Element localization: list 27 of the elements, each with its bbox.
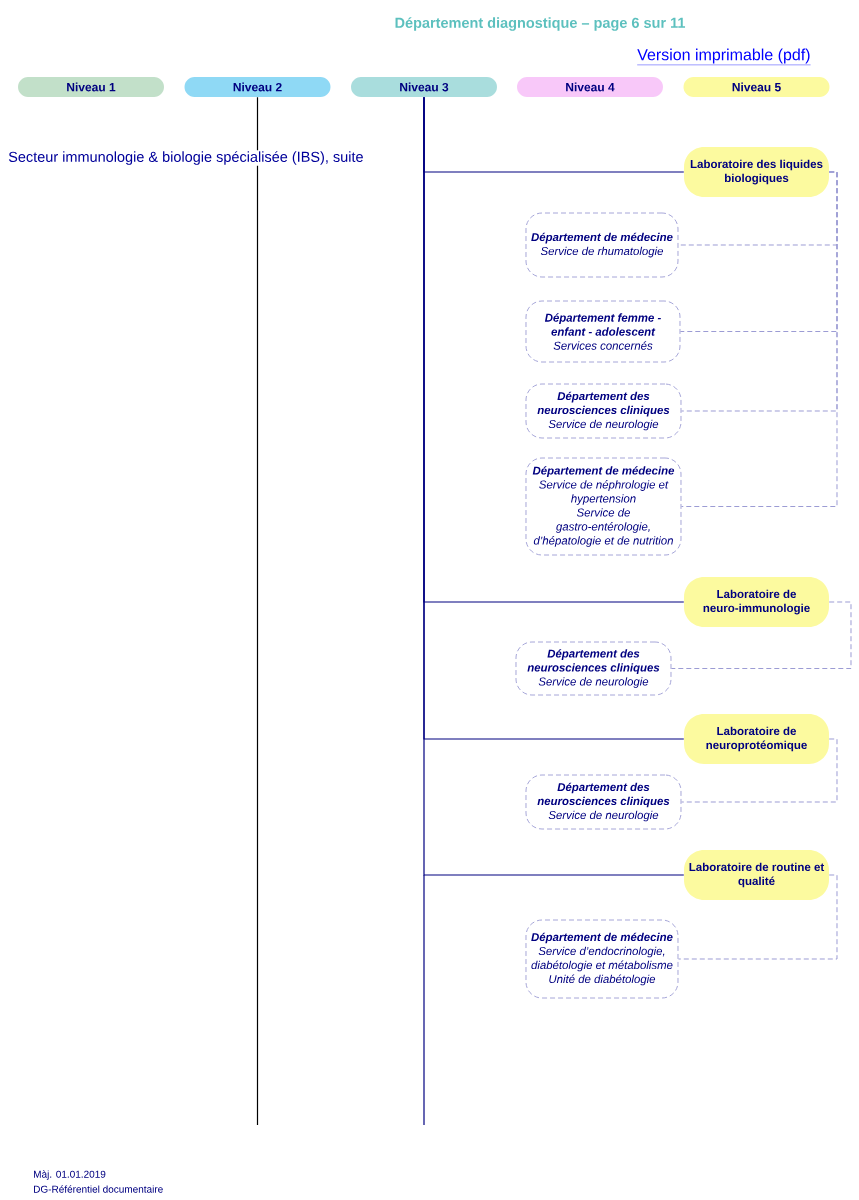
level-header: Niveau 2 (184, 77, 331, 97)
dashed-connector (677, 874, 838, 960)
section-heading: Secteur immunologie & biologie spécialisée (IBS), suite (7, 150, 365, 166)
lab-box: Laboratoire de routine et qualité (684, 850, 829, 900)
department-box: Département de médecine Service de néphrologie et hypertension Service de gastro-entérologie, d’hépatologie et de nutrition (525, 457, 682, 556)
level-header: Niveau 4 (517, 77, 663, 97)
department-box: Département de médecine Service de rhumatologie (525, 212, 679, 278)
connector-line (423, 96, 685, 876)
dashed-connector (680, 738, 838, 803)
level-header: Niveau 5 (683, 77, 830, 97)
department-box: Département femme - enfant - adolescent Services concernés (525, 300, 681, 363)
lab-box: Laboratoire de neuroprotéomique (684, 714, 829, 764)
department-box: Département de médecine Service d’endocrinologie, diabétologie et métabolisme Unité de diabétologie (525, 919, 679, 999)
department-box: Département des neurosciences cliniques Service de neurologie (525, 774, 682, 830)
level-header: Niveau 3 (351, 77, 497, 97)
department-box: Département des neurosciences cliniques Service de neurologie (525, 383, 682, 439)
update-date: Màj. 01.01.2019 (34, 1170, 106, 1180)
connector-line (256, 96, 259, 1126)
dashed-connector (680, 171, 838, 507)
lab-box: Laboratoire des liquides biologiques (684, 147, 829, 197)
level-header: Niveau 1 (18, 77, 164, 97)
dashed-connector (670, 601, 852, 669)
pdf-link: Version imprimable (pdf) (637, 48, 811, 66)
footer-note: DG-Référentiel documentaire (34, 1185, 163, 1193)
page-title: Département diagnostique – page 6 sur 11 (395, 17, 686, 31)
lab-box: Laboratoire de neuro-immunologie (684, 577, 829, 627)
department-box: Département des neurosciences cliniques Service de neurologie (515, 641, 672, 696)
